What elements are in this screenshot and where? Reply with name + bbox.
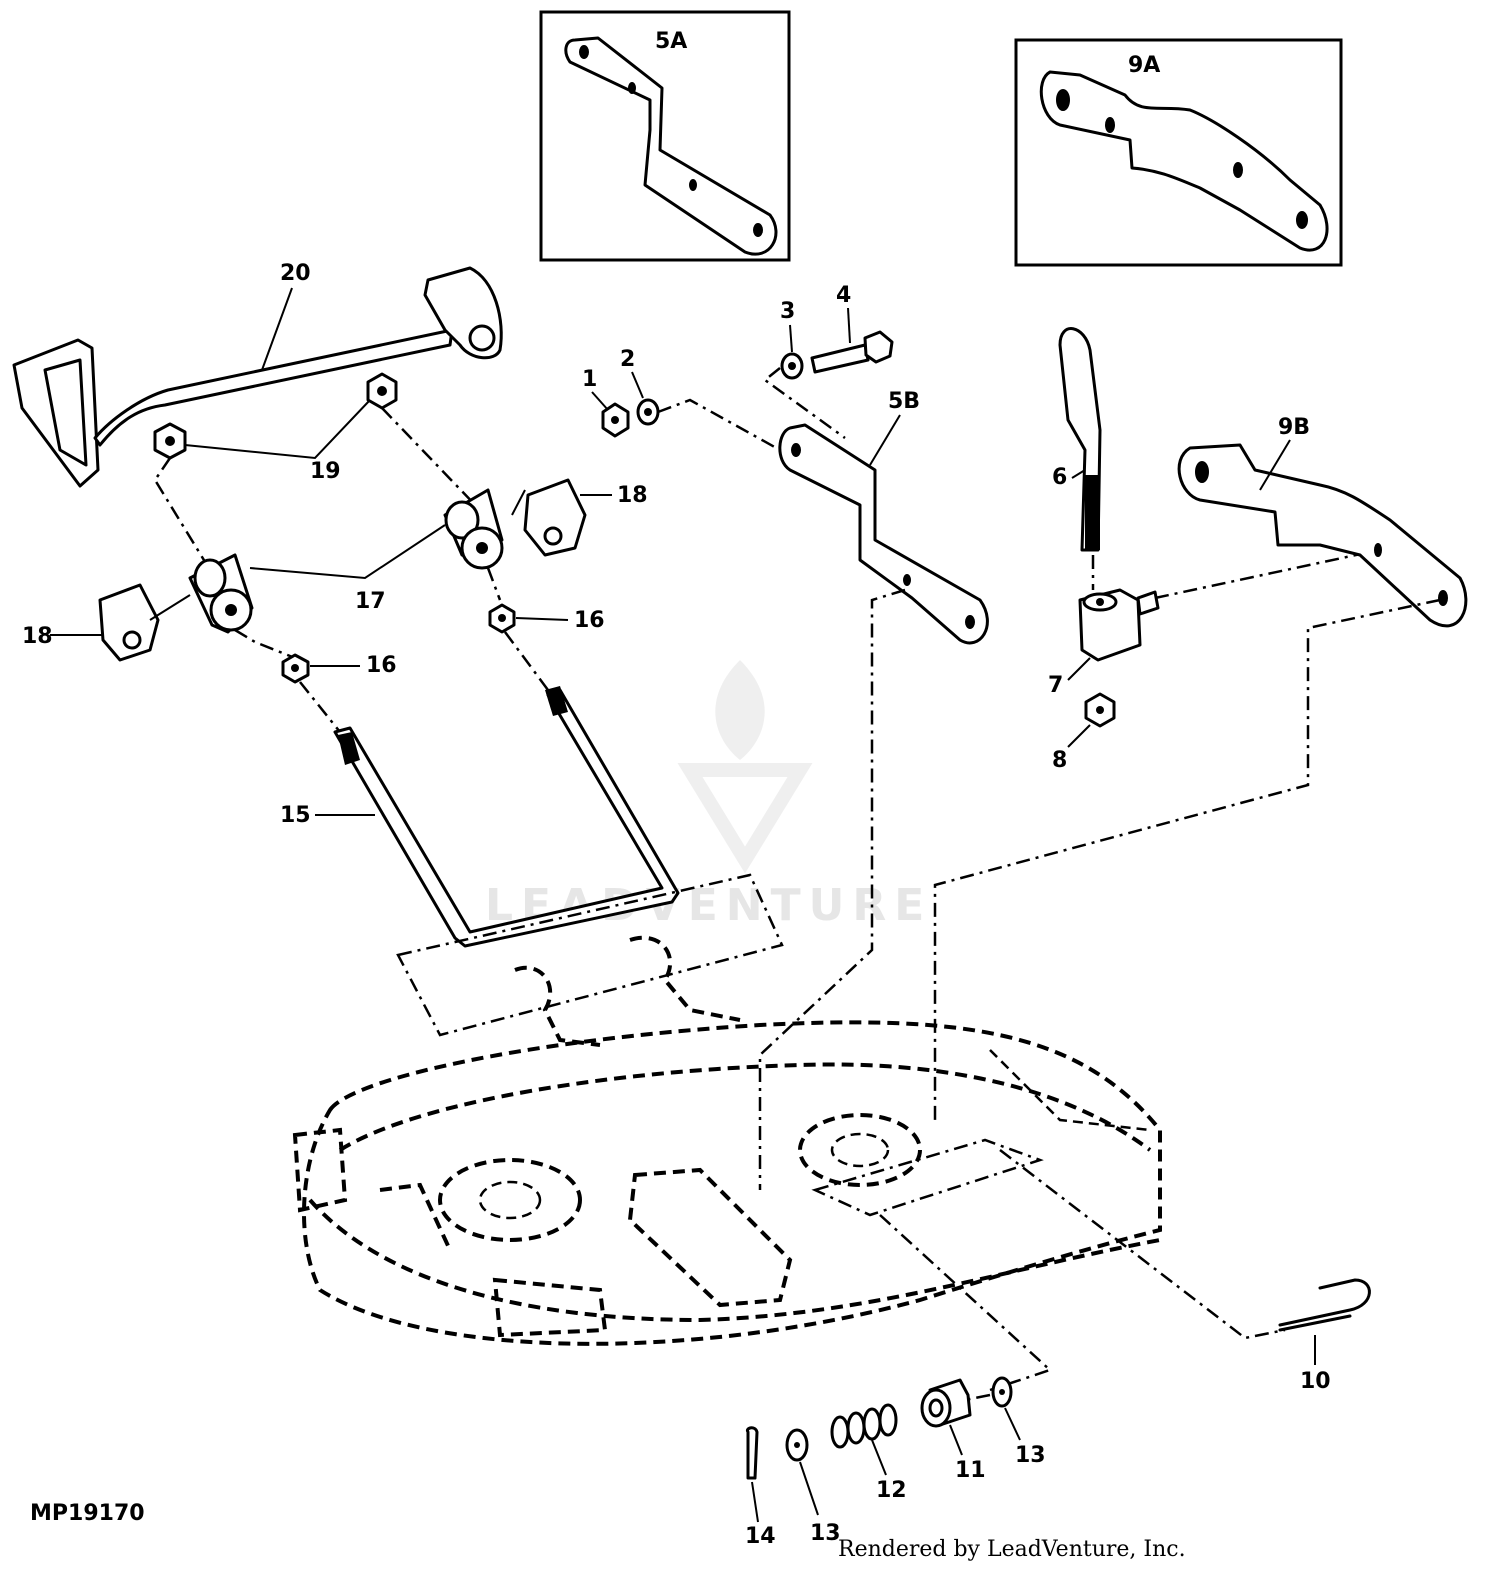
callout-6: 6 [1052,465,1067,490]
watermark-logo [677,660,813,874]
callout-16-left: 16 [366,653,397,678]
callout-18-left: 18 [22,624,53,649]
callout-15: 15 [280,803,311,828]
figure-code: MP19170 [30,1501,145,1526]
callout-16-right: 16 [574,608,605,633]
part-13-washer [991,1376,1013,1408]
callout-18-right: 18 [617,483,648,508]
part-2-washer [636,398,660,426]
part-19-nut [153,372,398,460]
callout-17: 17 [355,589,386,614]
part-3-washer [780,352,804,380]
callout-13-right: 13 [1015,1443,1046,1468]
callout-10: 10 [1300,1369,1331,1394]
part-6-eyebolt [1058,327,1102,552]
callout-4: 4 [836,283,851,308]
inset-9a [1014,38,1343,267]
part-20-lift-rod [12,266,503,488]
callout-8: 8 [1052,748,1067,773]
callout-3: 3 [780,299,795,324]
callout-13-left: 13 [810,1521,841,1546]
part-17-pivot [188,488,504,634]
part-16-nut [281,603,516,684]
callout-14: 14 [745,1524,776,1549]
part-10-hitch-pin [1278,1278,1371,1332]
part-14-cotter-pin [745,1426,759,1480]
part-5b-bracket [778,423,989,645]
part-4-bolt [810,330,894,374]
callout-11: 11 [955,1458,986,1483]
part-1-nut [601,402,630,438]
part-13-washer [785,1428,809,1462]
part-18-bracket [98,478,587,662]
callout-12: 12 [876,1478,907,1503]
callout-5b: 5B [888,389,920,414]
credit-text: Rendered by LeadVenture, Inc. [838,1537,1186,1562]
callout-7: 7 [1048,673,1063,698]
part-8-nut [1084,692,1116,728]
part-12-spring [830,1403,898,1449]
part-11-bushing [920,1378,972,1428]
part-7-block [1078,588,1160,662]
callout-2: 2 [620,347,635,372]
mower-deck [292,935,1162,1346]
inset-5a [539,10,791,262]
callout-20: 20 [280,261,311,286]
callout-19: 19 [310,459,341,484]
label-5a: 5A [655,29,687,54]
label-9a: 9A [1128,53,1160,78]
callout-1: 1 [582,367,597,392]
part-15-u-rod [333,686,680,948]
part-9b-bracket [1177,443,1468,628]
callout-9b: 9B [1278,415,1310,440]
